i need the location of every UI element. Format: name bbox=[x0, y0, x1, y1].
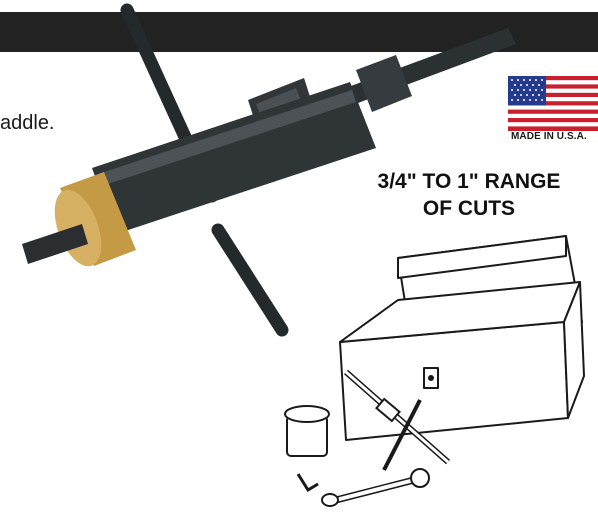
range-callout: 3/4" TO 1" RANGE OF CUTS bbox=[340, 168, 598, 222]
accessories-drawing bbox=[296, 468, 430, 507]
made-in-usa-badge bbox=[508, 76, 598, 146]
made-in-usa-caption: MADE IN U.S.A. bbox=[511, 131, 587, 142]
cutting-oil-jar-drawing bbox=[284, 405, 330, 457]
range-callout-line-2: OF CUTS bbox=[422, 197, 516, 220]
us-flag-icon bbox=[508, 76, 598, 131]
range-callout-line-1: 3/4" TO 1" RANGE bbox=[377, 170, 561, 193]
description-text-fragment: addle. bbox=[0, 112, 55, 134]
tool-sketch bbox=[344, 369, 450, 471]
tapping-tool-image bbox=[22, 3, 516, 337]
